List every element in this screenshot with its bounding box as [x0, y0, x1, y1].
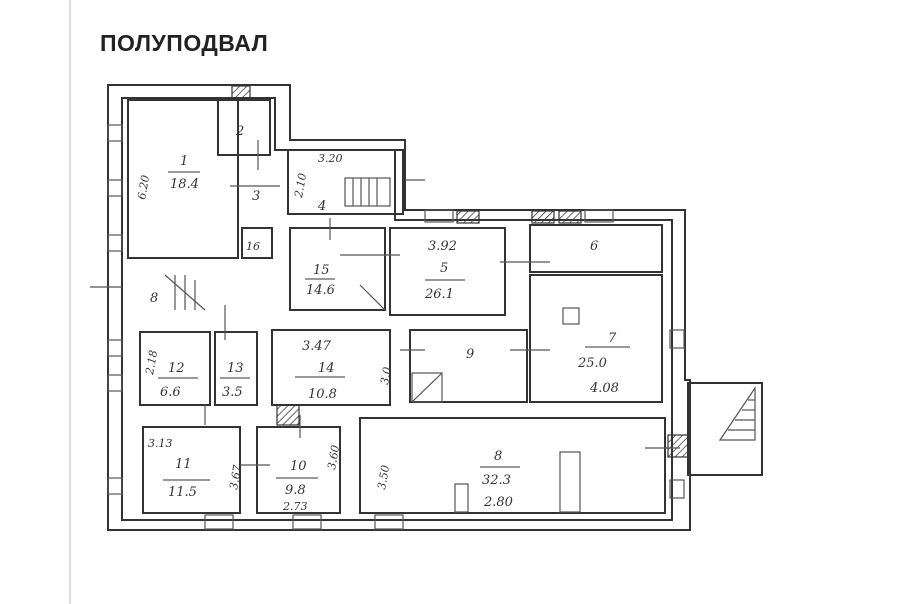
- room-15: [289, 227, 386, 311]
- room-9: [409, 329, 528, 403]
- room-10-area: 9.8: [285, 483, 306, 498]
- stairs-4: [344, 177, 391, 207]
- room-14: [271, 329, 391, 406]
- room-6: [529, 224, 663, 273]
- room-10: [256, 426, 341, 514]
- room-1-number: 1: [180, 154, 188, 169]
- room-8-dim-h: 3.50: [375, 464, 392, 490]
- outer-wall: [107, 84, 691, 531]
- room-7-area: 25.0: [577, 356, 607, 371]
- room-14-number: 14: [318, 361, 335, 376]
- room-13-number: 13: [227, 361, 244, 376]
- room-7: [529, 274, 663, 403]
- room-4: [287, 149, 404, 215]
- windows: [107, 124, 685, 530]
- column: [562, 307, 580, 325]
- room-11-dim: 3.13: [148, 437, 173, 450]
- vent: [456, 210, 480, 224]
- room-7-number: 7: [608, 331, 617, 346]
- room-1-area: 18.4: [170, 177, 199, 192]
- door-marks: [90, 140, 680, 466]
- room-8-area: 32.3: [482, 473, 511, 488]
- room-11-number: 11: [175, 457, 192, 472]
- room-6-number: 6: [590, 239, 598, 254]
- vent: [276, 404, 300, 426]
- partition-8: [559, 451, 581, 513]
- room-16-number: 16: [246, 240, 260, 253]
- room-14-area: 10.8: [308, 387, 337, 402]
- vent: [231, 85, 251, 99]
- room-12: [139, 331, 211, 406]
- room-1-dim: 6.20: [135, 174, 152, 200]
- room-14-dim-h: 3.0: [378, 366, 394, 385]
- vent: [531, 210, 555, 224]
- room-17-number: 8: [150, 291, 158, 306]
- room-15-area: 14.6: [306, 283, 335, 298]
- room-10-dim: 2.73: [282, 500, 308, 513]
- room-1: [127, 99, 239, 259]
- room-12-number: 12: [168, 361, 185, 376]
- room-2: [217, 99, 271, 156]
- room-5: [389, 227, 506, 316]
- stairs-left: [164, 274, 386, 311]
- room-4-number: 4: [317, 199, 326, 214]
- room-11: [142, 426, 241, 514]
- stair-9: [411, 372, 443, 403]
- room-13-area: 3.5: [222, 385, 243, 400]
- room-10-number: 10: [290, 459, 307, 474]
- room-5-dim: 3.92: [428, 239, 457, 254]
- room-12-area: 6.6: [160, 385, 181, 400]
- room-10-dim-h: 3.60: [325, 444, 342, 470]
- room-3-number: 3: [252, 189, 260, 204]
- room-8: [359, 417, 666, 514]
- room-15-number: 15: [313, 263, 330, 278]
- room-8-number: 8: [494, 449, 502, 464]
- room-14-dim: 3.47: [302, 339, 332, 354]
- stairs-annex: [687, 382, 763, 476]
- room-8-dim: 2.80: [483, 495, 513, 510]
- vent: [667, 434, 689, 458]
- inner-wall: [121, 97, 673, 521]
- room-4-dim-w: 3.20: [318, 152, 343, 165]
- room-11-dim-h: 3.67: [227, 464, 244, 490]
- plan-title: ПОЛУПОДВАЛ: [100, 30, 269, 56]
- room-13: [214, 331, 258, 406]
- room-2-number: 2: [235, 124, 244, 139]
- room-12-dim: 2.18: [143, 349, 160, 376]
- vent: [558, 210, 582, 224]
- room-4-dim-h: 2.10: [292, 172, 309, 199]
- partition-8b: [454, 483, 469, 513]
- room-7-dim: 4.08: [589, 381, 619, 396]
- room-5-number: 5: [440, 261, 448, 276]
- room-9-number: 9: [466, 347, 474, 362]
- room-5-area: 26.1: [424, 287, 454, 302]
- room-11-area: 11.5: [168, 485, 197, 500]
- room-16: [241, 227, 273, 259]
